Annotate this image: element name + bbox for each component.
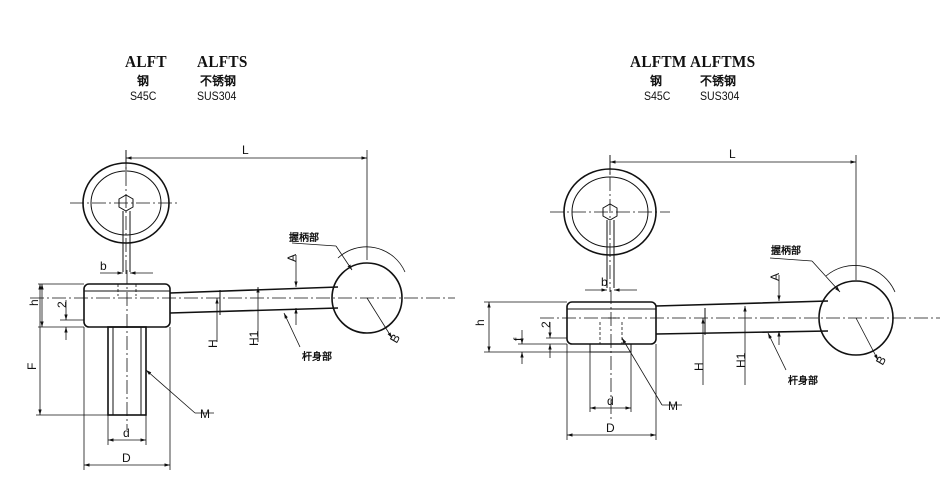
left-label-2: 2	[55, 301, 69, 308]
left-labels: L b h 2 F H H1 A B M d D 握柄部 杆身部	[25, 143, 403, 465]
left-drawing: L b h 2 F H H1 A B M d D 握柄部 杆身部	[25, 143, 455, 470]
right-title-a: ALFTM	[630, 52, 687, 71]
left-label-F: F	[25, 363, 39, 370]
left-label-h: h	[27, 299, 41, 306]
right-side-view	[540, 280, 940, 420]
right-label-grip: 握柄部	[771, 244, 801, 257]
right-label-2: 2	[539, 321, 553, 328]
right-label-M: M	[668, 399, 678, 413]
right-label-A: A	[768, 273, 782, 281]
right-label-f: f	[511, 337, 525, 341]
right-label-d: d	[607, 394, 614, 408]
left-label-D: D	[122, 451, 131, 465]
left-label-M: M	[200, 407, 210, 421]
right-label-h: h	[473, 319, 487, 326]
left-label-d: d	[123, 426, 130, 440]
left-side-view	[30, 262, 455, 430]
right-grade-a: S45C	[644, 89, 671, 103]
right-grade-b: SUS304	[700, 89, 740, 103]
left-label-H: H	[206, 339, 220, 348]
right-dimensions	[484, 155, 896, 440]
left-title-a: ALFT	[125, 52, 167, 71]
left-dimensions	[36, 150, 406, 470]
right-drawing: L b h f 2 H H1 A B M d D 握柄部 杆身部	[473, 147, 940, 440]
right-label-b: b	[601, 275, 608, 289]
right-label-H: H	[692, 362, 706, 371]
right-labels: L b h f 2 H H1 A B M d D 握柄部 杆身部	[473, 147, 889, 435]
right-title-b: ALFTMS	[690, 52, 756, 71]
right-label-B: B	[873, 354, 889, 368]
right-material-a: 钢	[650, 74, 663, 88]
left-label-grip: 握柄部	[289, 231, 319, 244]
left-label-H1: H1	[247, 330, 261, 346]
left-label-b: b	[100, 259, 107, 273]
right-label-shaft: 杆身部	[788, 374, 818, 387]
left-grade-a: S45C	[130, 89, 157, 103]
left-material-b: 不锈钢	[200, 74, 237, 88]
left-title-b: ALFTS	[197, 52, 248, 71]
right-material-b: 不锈钢	[700, 74, 737, 88]
left-label-shaft: 杆身部	[302, 350, 332, 363]
right-label-D: D	[606, 421, 615, 435]
left-label-L: L	[242, 143, 249, 157]
right-label-H1: H1	[734, 352, 748, 368]
left-label-A: A	[285, 254, 299, 262]
left-material-a: 钢	[137, 74, 150, 88]
right-top-view	[550, 155, 670, 292]
left-top-view	[70, 150, 180, 275]
left-grade-b: SUS304	[197, 89, 237, 103]
right-label-L: L	[729, 147, 736, 161]
left-label-B: B	[387, 332, 403, 346]
